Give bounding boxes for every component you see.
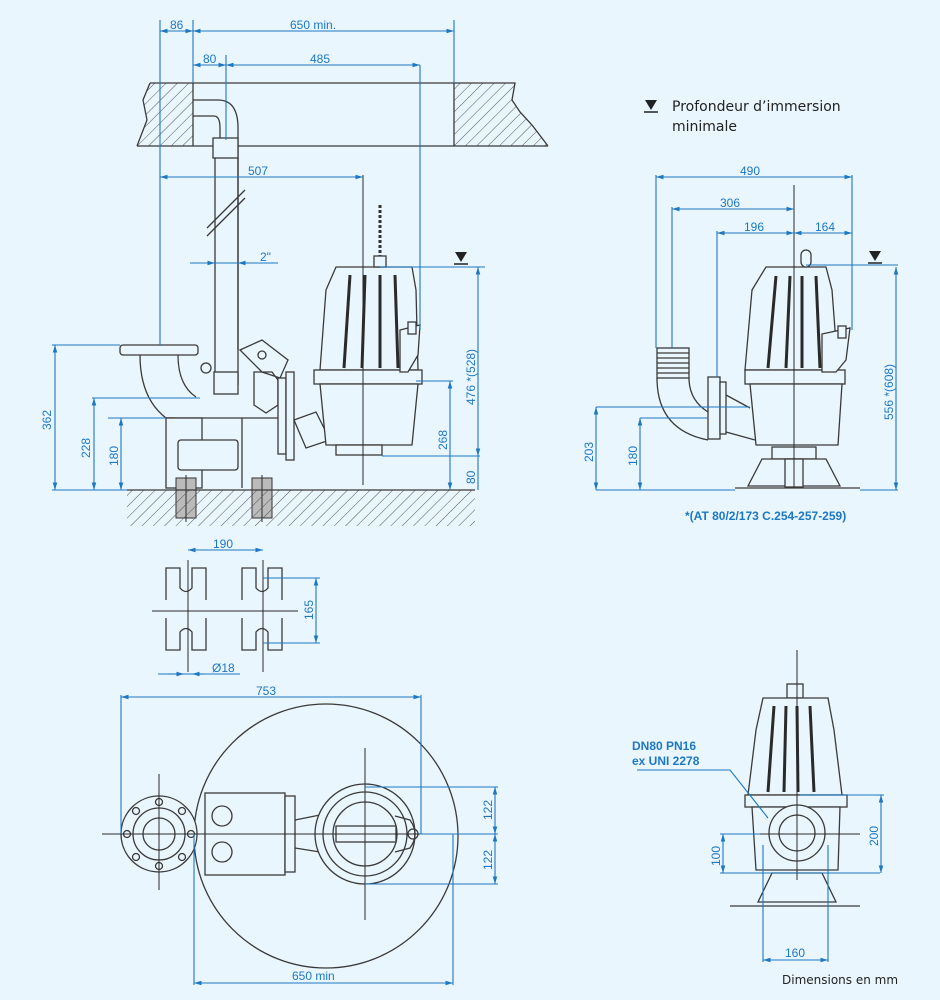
dim-label-490: 490	[740, 164, 760, 178]
dim-label-650-min-top: 650 min	[292, 969, 335, 983]
water-level-mark-front	[806, 251, 898, 266]
water-level-mark-side	[380, 252, 485, 268]
dim-label-80-top: 80	[203, 52, 217, 66]
model-note: *(AT 80/2/173 C.254-257-259)	[685, 509, 846, 523]
dim-650-min-top: 650 min	[193, 834, 454, 986]
discharge-flange-top	[120, 774, 198, 890]
dim-label-165: 165	[302, 600, 316, 620]
pump-body-side	[293, 266, 423, 456]
discharge-bend-front	[656, 347, 756, 441]
dim-label-306: 306	[720, 196, 740, 210]
dim-label-507: 507	[248, 164, 268, 178]
side-view: 86 650 min. 80 485 507 2"	[40, 18, 549, 526]
dim-label-180-side: 180	[107, 446, 121, 466]
front-view: 490 306 196 164 556 *(608)	[582, 164, 899, 523]
anchor-slot-group-left	[165, 567, 207, 651]
dim-165: 165	[263, 577, 320, 644]
dim-label-122-lower: 122	[481, 850, 495, 870]
outlet-view: DN80 PN16 ex UNI 2278 100 200 160	[632, 650, 884, 963]
dim-2-inch: 2"	[190, 250, 278, 266]
dim-label-268: 268	[436, 430, 450, 450]
top-view: 753 650 min 122 122	[102, 684, 498, 986]
dim-196: 196	[716, 220, 794, 377]
water-level-icon	[644, 100, 658, 113]
dim-753: 753	[120, 684, 422, 834]
dim-86: 86	[159, 18, 194, 345]
dim-label-485: 485	[310, 52, 330, 66]
dim-label-196: 196	[744, 220, 764, 234]
dim-label-362: 362	[40, 410, 54, 430]
dim-dia-18: Ø18	[158, 661, 240, 677]
dim-label-476: 476 *(528)	[464, 349, 478, 405]
dim-362: 362	[40, 344, 127, 491]
dim-label-190: 190	[213, 537, 233, 551]
ceiling-slab-left	[136, 82, 194, 147]
dim-80-bottom: 80	[464, 456, 479, 490]
dim-label-203: 203	[582, 442, 596, 462]
dim-label-164: 164	[815, 220, 835, 234]
dim-100: 100	[709, 833, 880, 874]
dim-268: 268	[416, 380, 453, 490]
dim-203: 203	[582, 406, 750, 491]
dim-label-753: 753	[256, 684, 276, 698]
dim-label-2-inch: 2"	[260, 250, 271, 264]
dim-label-122-upper: 122	[481, 800, 495, 820]
dim-122: 122 122	[365, 786, 498, 885]
dim-650-min: 650 min.	[193, 18, 455, 83]
dim-180-front: 180	[626, 417, 708, 490]
discharge-elbow	[119, 344, 286, 489]
dim-164: 164	[794, 220, 852, 236]
dim-label-160: 160	[785, 946, 805, 960]
dim-556: 556 *(608)	[860, 267, 899, 491]
dim-label-228: 228	[79, 438, 93, 458]
flange-label-line1: DN80 PN16	[632, 739, 696, 753]
dim-180-side: 180	[107, 417, 166, 490]
dim-80-top: 80	[193, 52, 227, 140]
dim-label-200: 200	[867, 826, 881, 846]
dim-190: 190	[188, 537, 263, 553]
legend-text-line2: minimale	[672, 119, 737, 135]
dim-306: 306	[671, 196, 794, 348]
dim-label-dia-18: Ø18	[212, 661, 235, 675]
ceiling-slab-right	[453, 82, 549, 147]
flange-callout: DN80 PN16 ex UNI 2278	[632, 739, 769, 819]
dim-507: 507	[160, 164, 363, 180]
lifting-chain	[373, 205, 387, 268]
dim-200: 200	[800, 794, 884, 873]
dim-228: 228	[79, 397, 200, 490]
guide-pipe	[193, 99, 246, 385]
dim-476: 476 *(528)	[382, 267, 481, 457]
anchor-slot-group-right	[241, 567, 283, 651]
floor-slab	[127, 489, 475, 526]
flange-label-line2: ex UNI 2278	[632, 754, 700, 768]
dim-160: 160	[762, 845, 829, 963]
legend-text-line1: Profondeur d’immersion	[672, 99, 841, 115]
dim-485: 485	[226, 52, 421, 330]
legend: Profondeur d’immersion minimale	[644, 99, 841, 135]
dim-label-100: 100	[709, 846, 723, 866]
dim-label-556: 556 *(608)	[882, 364, 896, 420]
dim-label-180-front: 180	[626, 446, 640, 466]
units-note: Dimensions en mm	[782, 973, 898, 987]
dim-label-80-bottom: 80	[464, 470, 478, 484]
dim-490: 490	[655, 164, 853, 348]
pump-coupling	[200, 339, 295, 461]
anchor-plan: 190 165 Ø18	[152, 537, 320, 677]
dim-label-86: 86	[170, 18, 184, 32]
dim-label-650-min: 650 min.	[290, 18, 336, 32]
pump-body-front	[735, 249, 860, 489]
